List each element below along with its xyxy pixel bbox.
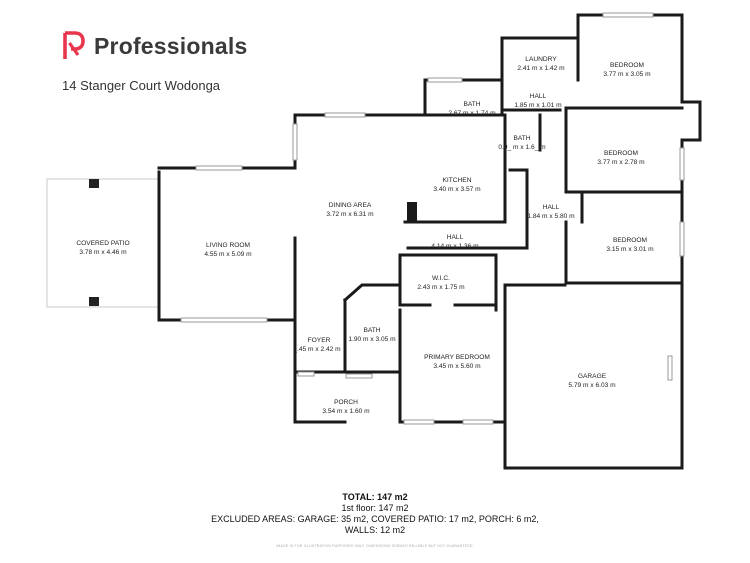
- room-name: HALL: [447, 234, 464, 241]
- room-dims: 3.45 m x 5.60 m: [433, 363, 481, 370]
- room-dims: _.45 m x 2.42 m: [292, 346, 341, 353]
- room-labels: LAUNDRY 2.41 m x 1.42 m BEDROOM 3.77 m x…: [76, 56, 654, 415]
- excluded-areas: EXCLUDED AREAS: GARAGE: 35 m2, COVERED P…: [211, 514, 539, 524]
- walls-area: WALLS: 12 m2: [344, 525, 406, 535]
- property-address: 14 Stanger Court Wodonga: [62, 78, 221, 93]
- room-dims: 1.85 m x 1.01 m: [514, 102, 562, 109]
- room-name: BEDROOM: [613, 237, 647, 244]
- brand-name: Professionals: [94, 32, 248, 59]
- room-dims: 3.77 m x 3.05 m: [603, 71, 651, 78]
- brand-header: Professionals: [62, 30, 247, 62]
- patio-posts: [89, 179, 99, 306]
- room-name: GARAGE: [578, 373, 607, 380]
- wall-accents: [407, 202, 420, 228]
- room-name: KITCHEN: [443, 177, 472, 184]
- room-dims: 3.15 m x 3.01 m: [606, 246, 654, 253]
- room-name: LIVING ROOM: [206, 242, 250, 249]
- room-name: BATH: [363, 327, 380, 334]
- floor-area: 1st floor: 147 m2: [341, 503, 409, 513]
- room-dims: 1.84 m x 5.80 m: [527, 213, 575, 220]
- room-dims: 2.43 m x 1.75 m: [417, 284, 465, 291]
- room-name: PRIMARY BEDROOM: [424, 354, 490, 361]
- room-name: BEDROOM: [610, 62, 644, 69]
- room-dims: 4.55 m x 5.09 m: [204, 251, 252, 258]
- room-name: BEDROOM: [604, 150, 638, 157]
- room-name: BATH: [513, 135, 530, 142]
- room-name: W.I.C.: [432, 275, 450, 282]
- room-dims: 3.78 m x 4.46 m: [79, 249, 127, 256]
- room-dims: 4.14 m x 1.36 m: [431, 243, 479, 250]
- room-dims: 3.40 m x 3.57 m: [433, 186, 481, 193]
- room-name: HALL: [530, 93, 547, 100]
- professionals-logo-icon: [63, 31, 85, 59]
- room-dims: 1.90 m x 3.05 m: [348, 336, 396, 343]
- room-name: LAUNDRY: [525, 56, 557, 63]
- windows: [180, 12, 685, 425]
- room-dims: 2.41 m x 1.42 m: [517, 65, 565, 72]
- room-name: BATH: [463, 101, 480, 108]
- total-area: TOTAL: 147 m2: [342, 492, 408, 502]
- room-dims: 3.77 m x 2.78 m: [597, 159, 645, 166]
- room-name: FOYER: [308, 337, 331, 344]
- room-dims: 3.72 m x 6.31 m: [326, 211, 374, 218]
- room-name: DINING AREA: [329, 202, 372, 209]
- room-dims: 2.67 m x 1.74 m: [448, 110, 496, 117]
- room-dims: 5.79 m x 6.03 m: [568, 382, 616, 389]
- room-dims: 0.9_ m x 1.6_ m: [498, 144, 546, 151]
- room-name: HALL: [543, 204, 560, 211]
- room-name: COVERED PATIO: [76, 240, 129, 247]
- disclaimer: IMAGE IS FOR ILLUSTRATION PURPOSES ONLY.…: [276, 544, 474, 548]
- room-name: PORCH: [334, 399, 358, 406]
- room-dims: 3.54 m x 1.60 m: [322, 408, 370, 415]
- area-summary: TOTAL: 147 m2 1st floor: 147 m2 EXCLUDED…: [200, 492, 550, 536]
